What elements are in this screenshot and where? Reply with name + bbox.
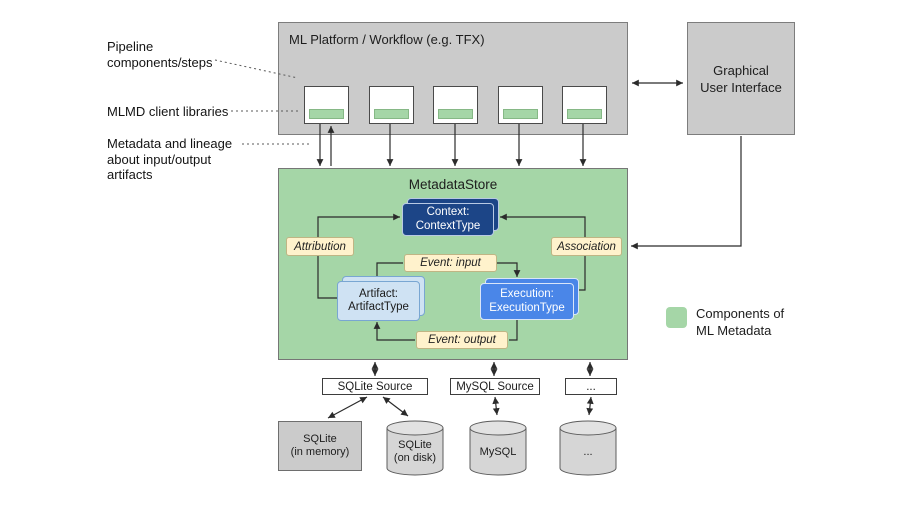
sqlite-memory-label-line2: (in memory)	[290, 446, 350, 458]
sqlite-disk-cylinder: SQLite (on disk)	[385, 419, 445, 477]
mysql-source-label: MySQL Source	[456, 380, 534, 393]
gui-label-line2: User Interface	[700, 79, 782, 95]
mlmd-client-library-strip	[309, 109, 344, 119]
dotted-pipeline-pointer	[214, 59, 299, 79]
attribution-label-text: Attribution	[294, 240, 346, 253]
mlmd-client-library-strip	[374, 109, 409, 119]
artifact-node: Artifact: ArtifactType	[337, 276, 425, 321]
ml-platform-title: ML Platform / Workflow (e.g. TFX)	[289, 32, 485, 47]
legend-text-line2: ML Metadata	[696, 323, 772, 338]
mlmd-client-library-strip	[503, 109, 538, 119]
pipeline-component-4	[498, 86, 543, 124]
legend-text-line1: Components of	[696, 306, 785, 321]
association-label: Association	[551, 237, 622, 256]
arrow-sqlitesource-disk	[382, 396, 409, 417]
event-output-label-text: Event: output	[428, 334, 496, 346]
sqlite-disk-label: SQLite (on disk)	[385, 433, 445, 471]
pipeline-component-3	[433, 86, 478, 124]
sqlite-disk-label-line2: (on disk)	[393, 452, 437, 464]
gui-label: Graphical User Interface	[700, 62, 782, 96]
other-source-box: ...	[565, 378, 617, 395]
sqlite-disk-label-line1: SQLite	[398, 439, 432, 451]
execution-node: Execution: ExecutionType	[480, 278, 579, 320]
context-node: Context: ContextType	[402, 198, 499, 236]
cylinder-shape	[559, 420, 617, 476]
mysql-cylinder: MySQL	[468, 419, 528, 477]
annotation-mlmd-client-libraries: MLMD client libraries	[107, 104, 229, 119]
annotation-metadata-lineage: Metadata and lineage about input/output …	[107, 136, 233, 182]
arrow-event-output-to-artifact	[373, 322, 415, 341]
gui-label-line1: Graphical	[713, 62, 769, 78]
sqlite-memory-box: SQLite (in memory)	[278, 421, 362, 471]
event-output-label: Event: output	[416, 331, 508, 349]
cylinder-shape	[469, 420, 527, 476]
mysql-label-line1: MySQL	[479, 445, 517, 458]
line-artifact-to-event-input	[376, 262, 403, 276]
mlmd-client-library-strip	[438, 109, 473, 119]
cylinder-shape	[386, 420, 444, 476]
attribution-label: Attribution	[286, 237, 354, 256]
artifact-label-line1: Artifact:	[359, 287, 398, 300]
mlmd-client-library-strip	[567, 109, 602, 119]
legend-green-swatch	[666, 307, 687, 328]
other-db-label: ...	[558, 433, 618, 471]
arrow-attribution-to-context	[317, 213, 400, 299]
annotation-pipeline-components: Pipeline components/steps	[107, 39, 213, 70]
association-label-text: Association	[557, 240, 616, 253]
artifact-label-line2: ArtifactType	[348, 301, 409, 313]
sqlite-source-box: SQLite Source	[322, 378, 428, 395]
arrow-mysqlsource-db	[492, 396, 500, 416]
arrow-event-input-to-execution	[497, 262, 521, 277]
mysql-label: MySQL	[468, 433, 528, 471]
execution-node-front-layer: Execution: ExecutionType	[480, 283, 574, 320]
pipeline-component-2	[369, 86, 414, 124]
legend-text: Components of ML Metadata	[696, 305, 784, 339]
arrow-othersource-db	[586, 396, 594, 416]
other-db-cylinder: ...	[558, 419, 618, 477]
other-source-label: ...	[586, 380, 596, 393]
metadata-store-title: MetadataStore	[408, 177, 498, 192]
context-node-front-layer: Context: ContextType	[402, 203, 494, 236]
sqlite-memory-label-line1: SQLite	[303, 433, 337, 445]
arrow-sqlitesource-memory	[327, 396, 368, 419]
line-execution-to-event-output	[509, 320, 518, 341]
event-input-label: Event: input	[404, 254, 497, 272]
context-label-line1: Context:	[426, 206, 470, 218]
sqlite-source-label: SQLite Source	[337, 380, 413, 393]
event-input-label-text: Event: input	[420, 257, 481, 269]
arrow-gui-to-store	[631, 136, 742, 250]
pipeline-component-5	[562, 86, 607, 124]
artifact-node-front-layer: Artifact: ArtifactType	[337, 281, 420, 321]
execution-label-line2: ExecutionType	[489, 301, 565, 314]
gui-box: Graphical User Interface	[687, 22, 795, 135]
context-label-line2: ContextType	[415, 219, 481, 232]
other-db-label-line1: ...	[583, 445, 593, 458]
mysql-source-box: MySQL Source	[450, 378, 540, 395]
pipeline-component-1	[304, 86, 349, 124]
execution-label-line1: Execution:	[500, 288, 554, 300]
ml-platform-box: ML Platform / Workflow (e.g. TFX)	[278, 22, 628, 135]
